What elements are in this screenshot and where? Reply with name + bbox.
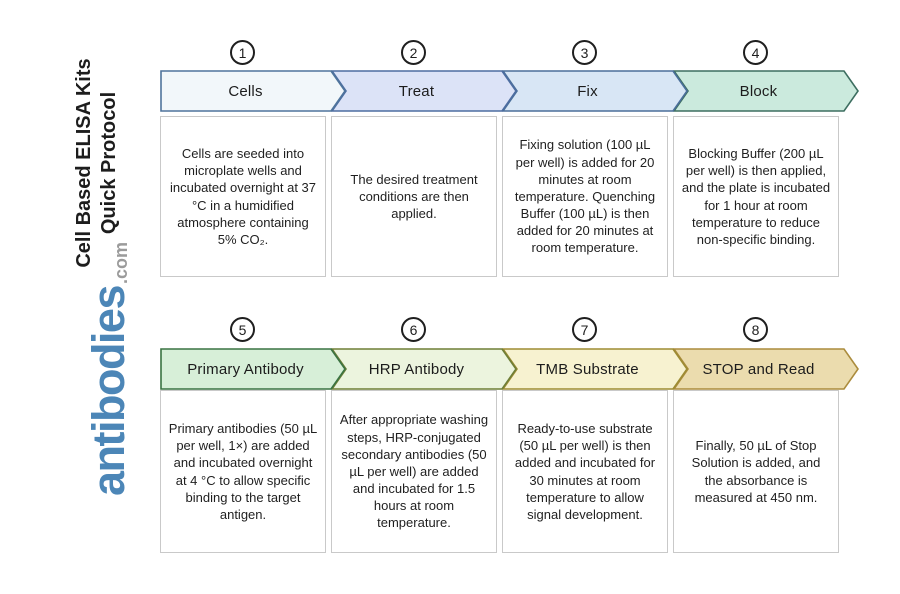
step-description-hrp-antibody-text: After appropriate washing steps, HRP-con… — [339, 412, 489, 531]
step-number-4-text: 4 — [751, 44, 760, 61]
step-label-tmb-substrate: TMB Substrate — [536, 360, 639, 378]
arrow-step-block — [673, 70, 859, 112]
step-number-5-text: 5 — [238, 321, 247, 338]
step-label-cells: Cells — [228, 82, 263, 100]
step-number-8: 8 — [743, 317, 768, 342]
step-description-treat: The desired treatment conditions are the… — [331, 116, 497, 277]
step-label-stop-and-read: STOP and Read — [702, 360, 815, 378]
step-description-tmb-substrate-text: Ready-to-use substrate (50 µL per well) … — [514, 421, 656, 522]
step-label-block: Block — [739, 82, 778, 100]
step-description-stop-and-read: Finally, 50 µL of Stop Solution is added… — [673, 390, 839, 553]
brand-logo-text: antibodies — [83, 286, 134, 497]
arrow-step-stop-and-read — [673, 348, 859, 390]
step-description-fix: Fixing solution (100 µL per well) is add… — [502, 116, 668, 277]
step-description-block: Blocking Buffer (200 µL per well) is the… — [673, 116, 839, 277]
step-description-hrp-antibody: After appropriate washing steps, HRP-con… — [331, 390, 497, 553]
step-description-stop-and-read-text: Finally, 50 µL of Stop Solution is added… — [691, 438, 821, 505]
step-number-6: 6 — [401, 317, 426, 342]
step-number-5: 5 — [230, 317, 255, 342]
step-description-primary-antibody-text: Primary antibodies (50 µL per well, 1×) … — [168, 421, 318, 522]
step-number-7-text: 7 — [580, 321, 589, 338]
arrow-step-tmb-substrate — [502, 348, 688, 390]
arrow-step-treat — [331, 70, 517, 112]
step-number-6-text: 6 — [409, 321, 418, 338]
step-description-tmb-substrate: Ready-to-use substrate (50 µL per well) … — [502, 390, 668, 553]
page-title-line2: Quick Protocol — [98, 91, 120, 235]
arrow-step-hrp-antibody — [331, 348, 517, 390]
step-number-2-text: 2 — [409, 44, 418, 61]
step-number-4: 4 — [743, 40, 768, 65]
step-number-1: 1 — [230, 40, 255, 65]
arrow-step-fix — [502, 70, 688, 112]
step-number-7: 7 — [572, 317, 597, 342]
step-number-1-text: 1 — [238, 44, 247, 61]
arrow-step-primary-antibody — [160, 348, 346, 390]
step-number-3-text: 3 — [580, 44, 589, 61]
step-description-cells: Cells are seeded into microplate wells a… — [160, 116, 326, 277]
brand-logo-suffix: .com — [111, 241, 131, 284]
step-description-treat-text: The desired treatment conditions are the… — [350, 171, 478, 222]
step-description-primary-antibody: Primary antibodies (50 µL per well, 1×) … — [160, 390, 326, 553]
step-label-hrp-antibody: HRP Antibody — [368, 360, 465, 378]
step-label-treat: Treat — [398, 82, 435, 100]
step-number-2: 2 — [401, 40, 426, 65]
step-number-8-text: 8 — [751, 321, 760, 338]
step-label-primary-antibody: Primary Antibody — [187, 360, 304, 378]
step-label-fix: Fix — [577, 82, 598, 100]
brand-logo: antibodies .com — [69, 224, 134, 514]
arrow-step-cells — [160, 70, 346, 112]
step-description-cells-text: Cells are seeded into microplate wells a… — [170, 146, 316, 247]
step-description-fix-text: Fixing solution (100 µL per well) is add… — [514, 137, 656, 256]
step-number-3: 3 — [572, 40, 597, 65]
step-description-block-text: Blocking Buffer (200 µL per well) is the… — [681, 146, 831, 247]
